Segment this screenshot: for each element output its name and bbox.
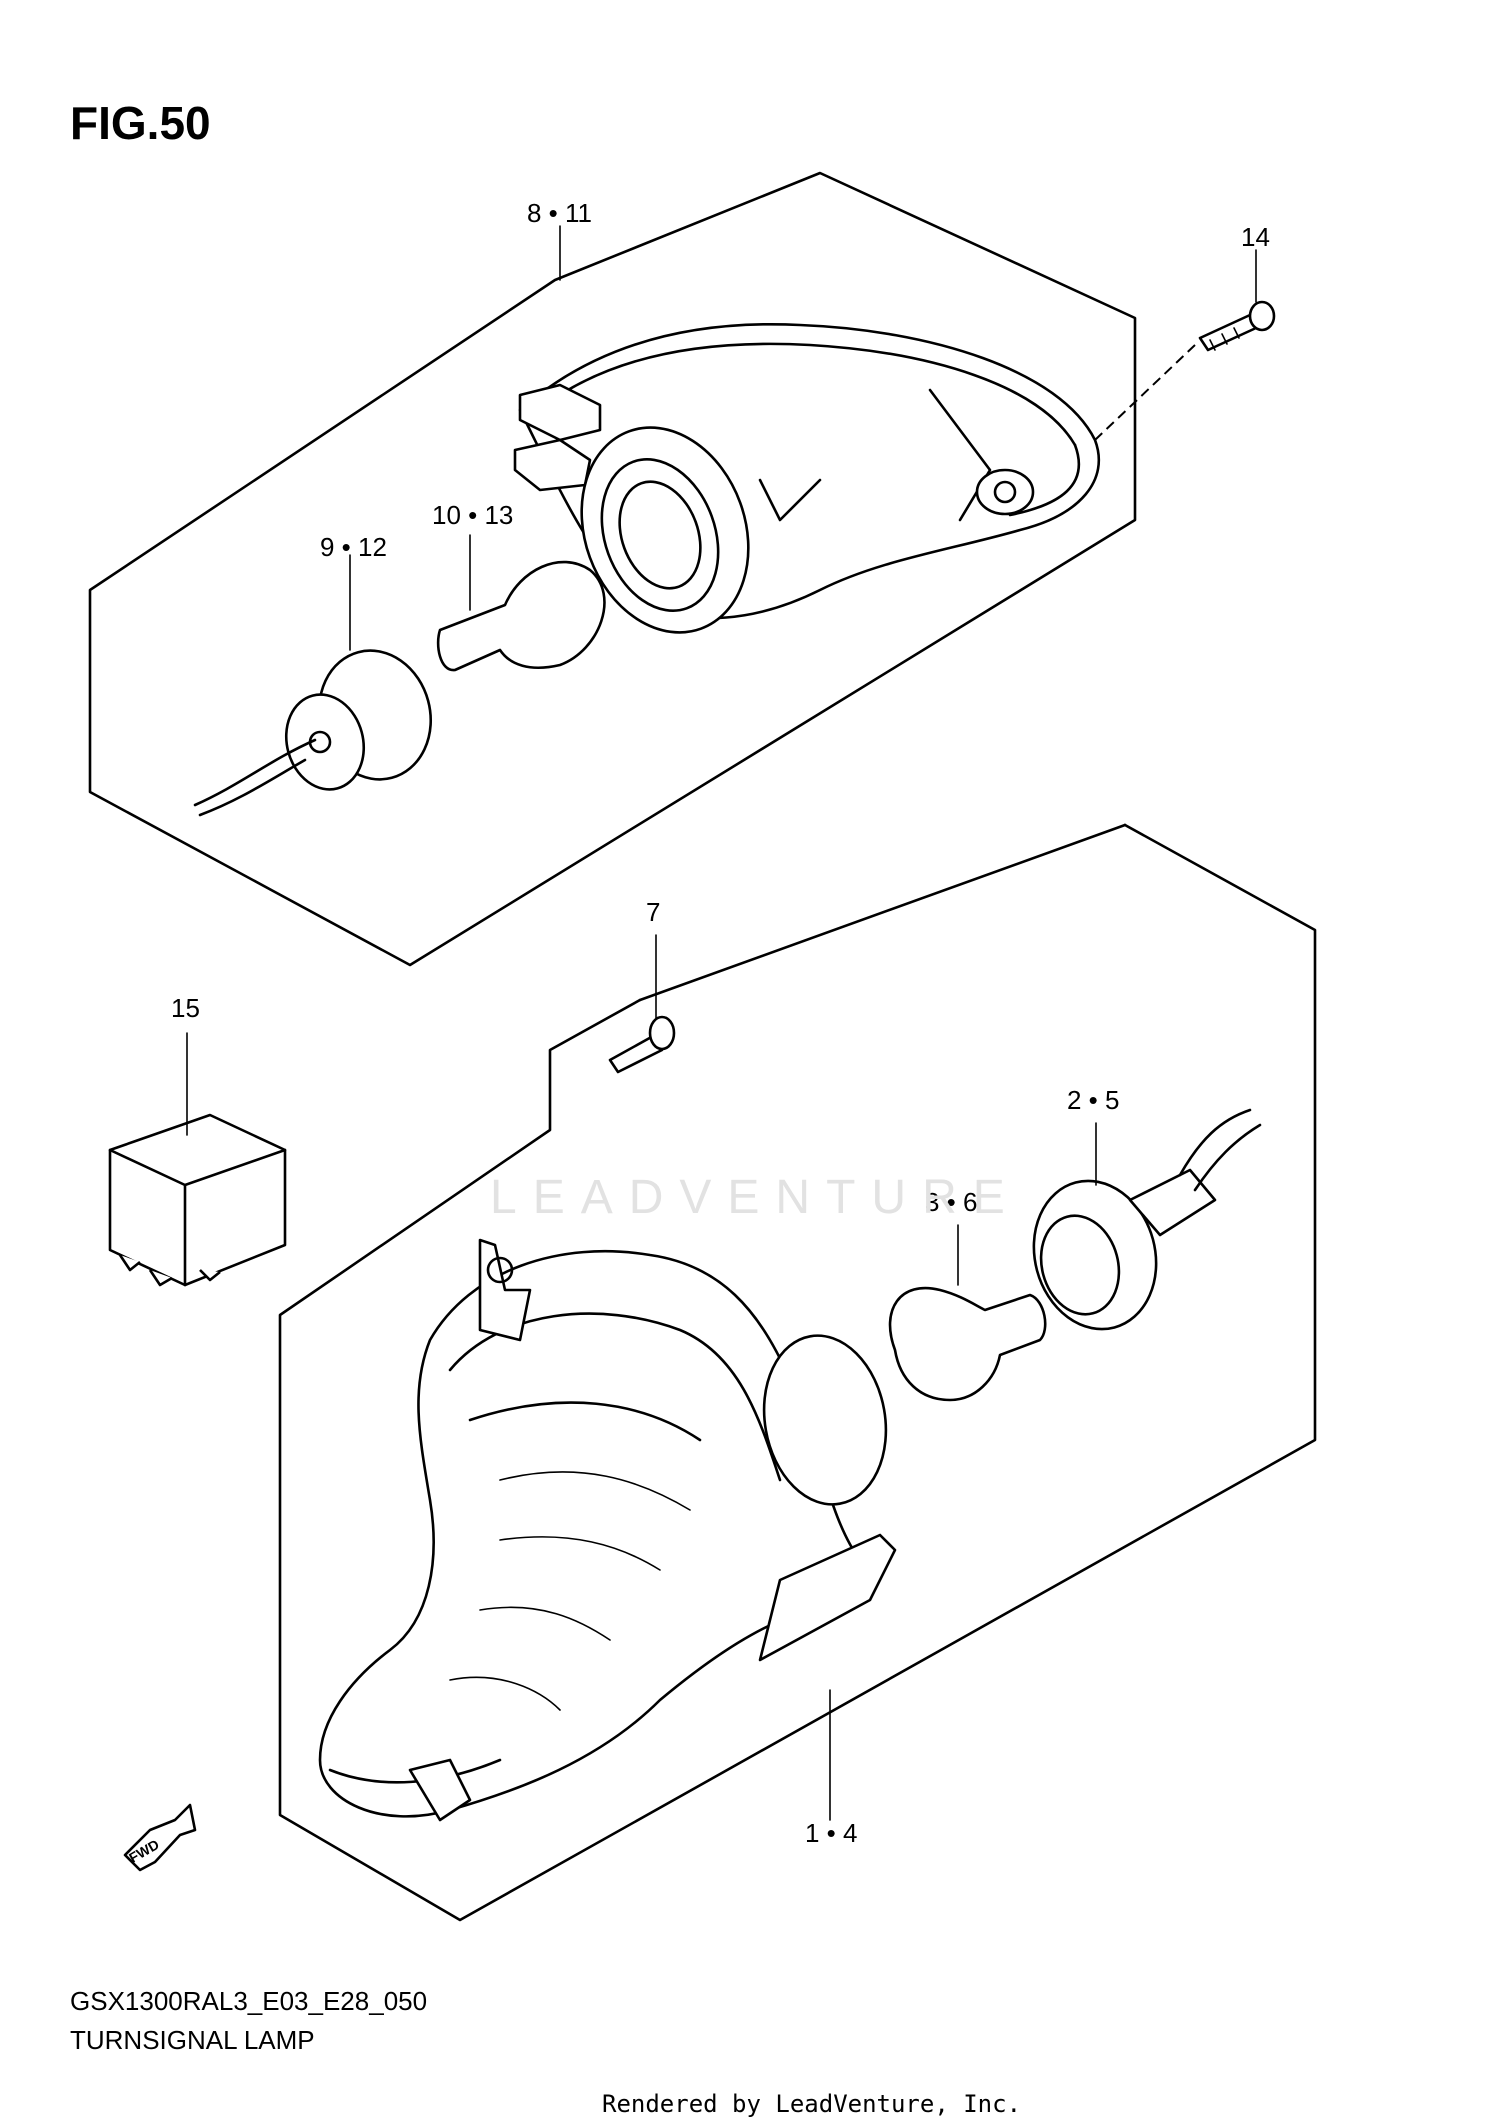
front-lamp-lens <box>318 1238 897 1822</box>
fwd-arrow <box>123 1803 197 1872</box>
callout-2-5: 2 • 5 <box>1067 1085 1120 1115</box>
figure-title: FIG.50 <box>70 97 211 149</box>
screw-14 <box>1094 249 1276 441</box>
callout-1-4: 1 • 4 <box>805 1818 858 1848</box>
callout-9-12: 9 • 12 <box>320 532 387 562</box>
callout-14: 14 <box>1241 222 1270 252</box>
bulb-10-13 <box>436 534 606 672</box>
rear-lamp-housing <box>513 322 1101 634</box>
upper-assembly-frame <box>88 171 1137 967</box>
callout-15: 15 <box>171 993 200 1023</box>
lower-assembly-frame <box>278 823 1317 1922</box>
watermark: LEADVENTURE <box>490 1171 1021 1224</box>
callout-7: 7 <box>646 897 661 927</box>
socket-2-5 <box>1032 1108 1262 1331</box>
footer-credit: Rendered by LeadVenture, Inc. <box>602 2090 1022 2118</box>
callout-3-6: 3 • 6 <box>925 1187 978 1217</box>
relay-15 <box>108 1032 287 1287</box>
figure-name: TURNSIGNAL LAMP <box>70 2025 315 2055</box>
screw-7 <box>608 934 676 1074</box>
bulb-3-6 <box>888 1224 1047 1402</box>
callout-8-11: 8 • 11 <box>527 198 592 228</box>
model-code: GSX1300RAL3_E03_E28_050 <box>70 1986 428 2016</box>
callout-10-13: 10 • 13 <box>432 500 514 530</box>
socket-9-12 <box>193 554 433 817</box>
